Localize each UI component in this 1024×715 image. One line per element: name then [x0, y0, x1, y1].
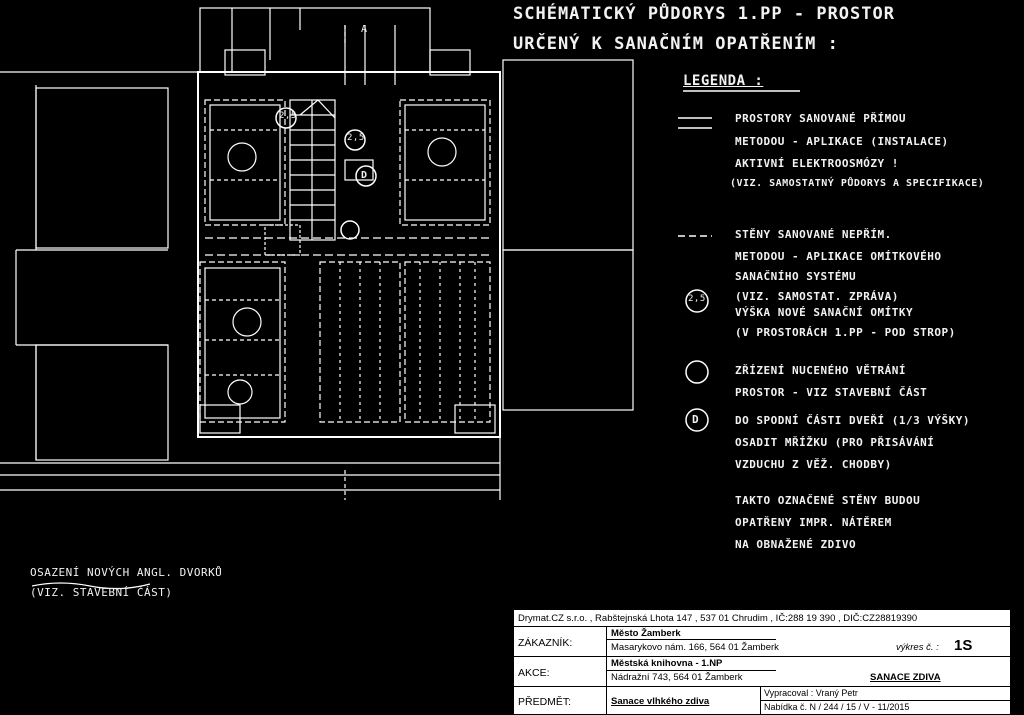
legend-text-line: VZDUCHU Z VĚŽ. CHODBY) — [735, 458, 892, 471]
height-tag-label: 2,5 — [347, 133, 365, 143]
legend-text-line: PROSTOR - VIZ STAVEBNÍ ČÁST — [735, 386, 928, 399]
legend-text-line: METODOU - APLIKACE OMÍTKOVÉHO — [735, 250, 942, 263]
client-address: Masarykovo nám. 166, 564 01 Žamberk — [611, 642, 779, 653]
legend-text-line: (VIZ. SAMOSTAT. ZPRÁVA) — [735, 290, 899, 303]
legend-text-line: (V PROSTORÁCH 1.PP - POD STROP) — [735, 326, 956, 339]
client-name: Město Žamberk — [611, 628, 681, 639]
legend-text-line: VÝŠKA NOVÉ SANAČNÍ OMÍTKY — [735, 306, 914, 319]
action-address: Nádražní 743, 564 01 Žamberk — [611, 672, 743, 683]
legend-text-line: OSADIT MŘÍŽKU (PRO PŘISÁVÁNÍ — [735, 436, 935, 449]
legend-text-line: METODOU - APLIKACE (INSTALACE) — [735, 135, 949, 148]
action-label: AKCE: — [518, 667, 550, 679]
legend-text-line: SANAČNÍHO SYSTÉMU — [735, 270, 857, 283]
legend-note-line: NA OBNAŽENÉ ZDIVO — [735, 538, 857, 551]
offer-number: Nabídka č. N / 244 / 15 / V - 11/2015 — [764, 702, 910, 712]
height-tag-label: 2,5 — [279, 111, 297, 121]
client-label: ZÁKAZNÍK: — [518, 637, 573, 649]
legend-heading: LEGENDA : — [683, 73, 764, 89]
legend-text-line: PROSTORY SANOVANÉ PŘÍMOU — [735, 112, 906, 125]
legend-text-line: ZŘÍZENÍ NUCENÉHO VĚTRÁNÍ — [735, 364, 906, 377]
company-line: Drymat.CZ s.r.o. , Rabštejnská Lhota 147… — [518, 613, 918, 624]
drawing-title-line-2: URČENÝ K SANAČNÍM OPATŘENÍM : — [513, 34, 839, 54]
legend-text-line: DO SPODNÍ ČÁSTI DVEŘÍ (1/3 VÝŠKY) — [735, 414, 971, 427]
drawing-no: 1S — [954, 637, 973, 654]
subject: Sanace vlhkého zdiva — [611, 696, 710, 707]
drawing-no-label: výkres č. : — [896, 642, 939, 653]
title-block: Drymat.CZ s.r.o. , Rabštejnská Lhota 147… — [513, 609, 1011, 715]
action-subject: SANACE ZDIVA — [870, 672, 941, 683]
drawn-by: Vypracoval : Vraný Petr — [764, 688, 858, 698]
corner-note-line: (VIZ. STAVEBNÍ ČÁST) — [30, 586, 173, 599]
legend-text-line: (VIZ. SAMOSTATNÝ PŮDORYS A SPECIFIKACE) — [730, 178, 985, 189]
legend-text-line: STĚNY SANOVANÉ NEPŘÍM. — [735, 228, 892, 241]
drawing-title-line-1: SCHÉMATICKÝ PŮDORYS 1.PP - PROSTOR — [513, 4, 895, 24]
corner-note-line: OSAZENÍ NOVÝCH ANGL. DVORKŮ — [30, 566, 223, 579]
section-a-label: A — [361, 24, 368, 35]
subject-label: PŘEDMĚT: — [518, 696, 572, 708]
legend-symbol-height-tag: 2,5 — [688, 294, 706, 304]
legend-note-line: TAKTO OZNAČENÉ STĚNY BUDOU — [735, 494, 921, 507]
legend-text-line: AKTIVNÍ ELEKTROOSMÓZY ! — [735, 157, 899, 170]
action-name: Městská knihovna - 1.NP — [611, 658, 723, 669]
legend-note-line: OPATŘENY IMPR. NÁTĚREM — [735, 516, 892, 529]
legend-symbol-door: D — [692, 413, 700, 426]
door-tag-label: D — [361, 170, 368, 181]
